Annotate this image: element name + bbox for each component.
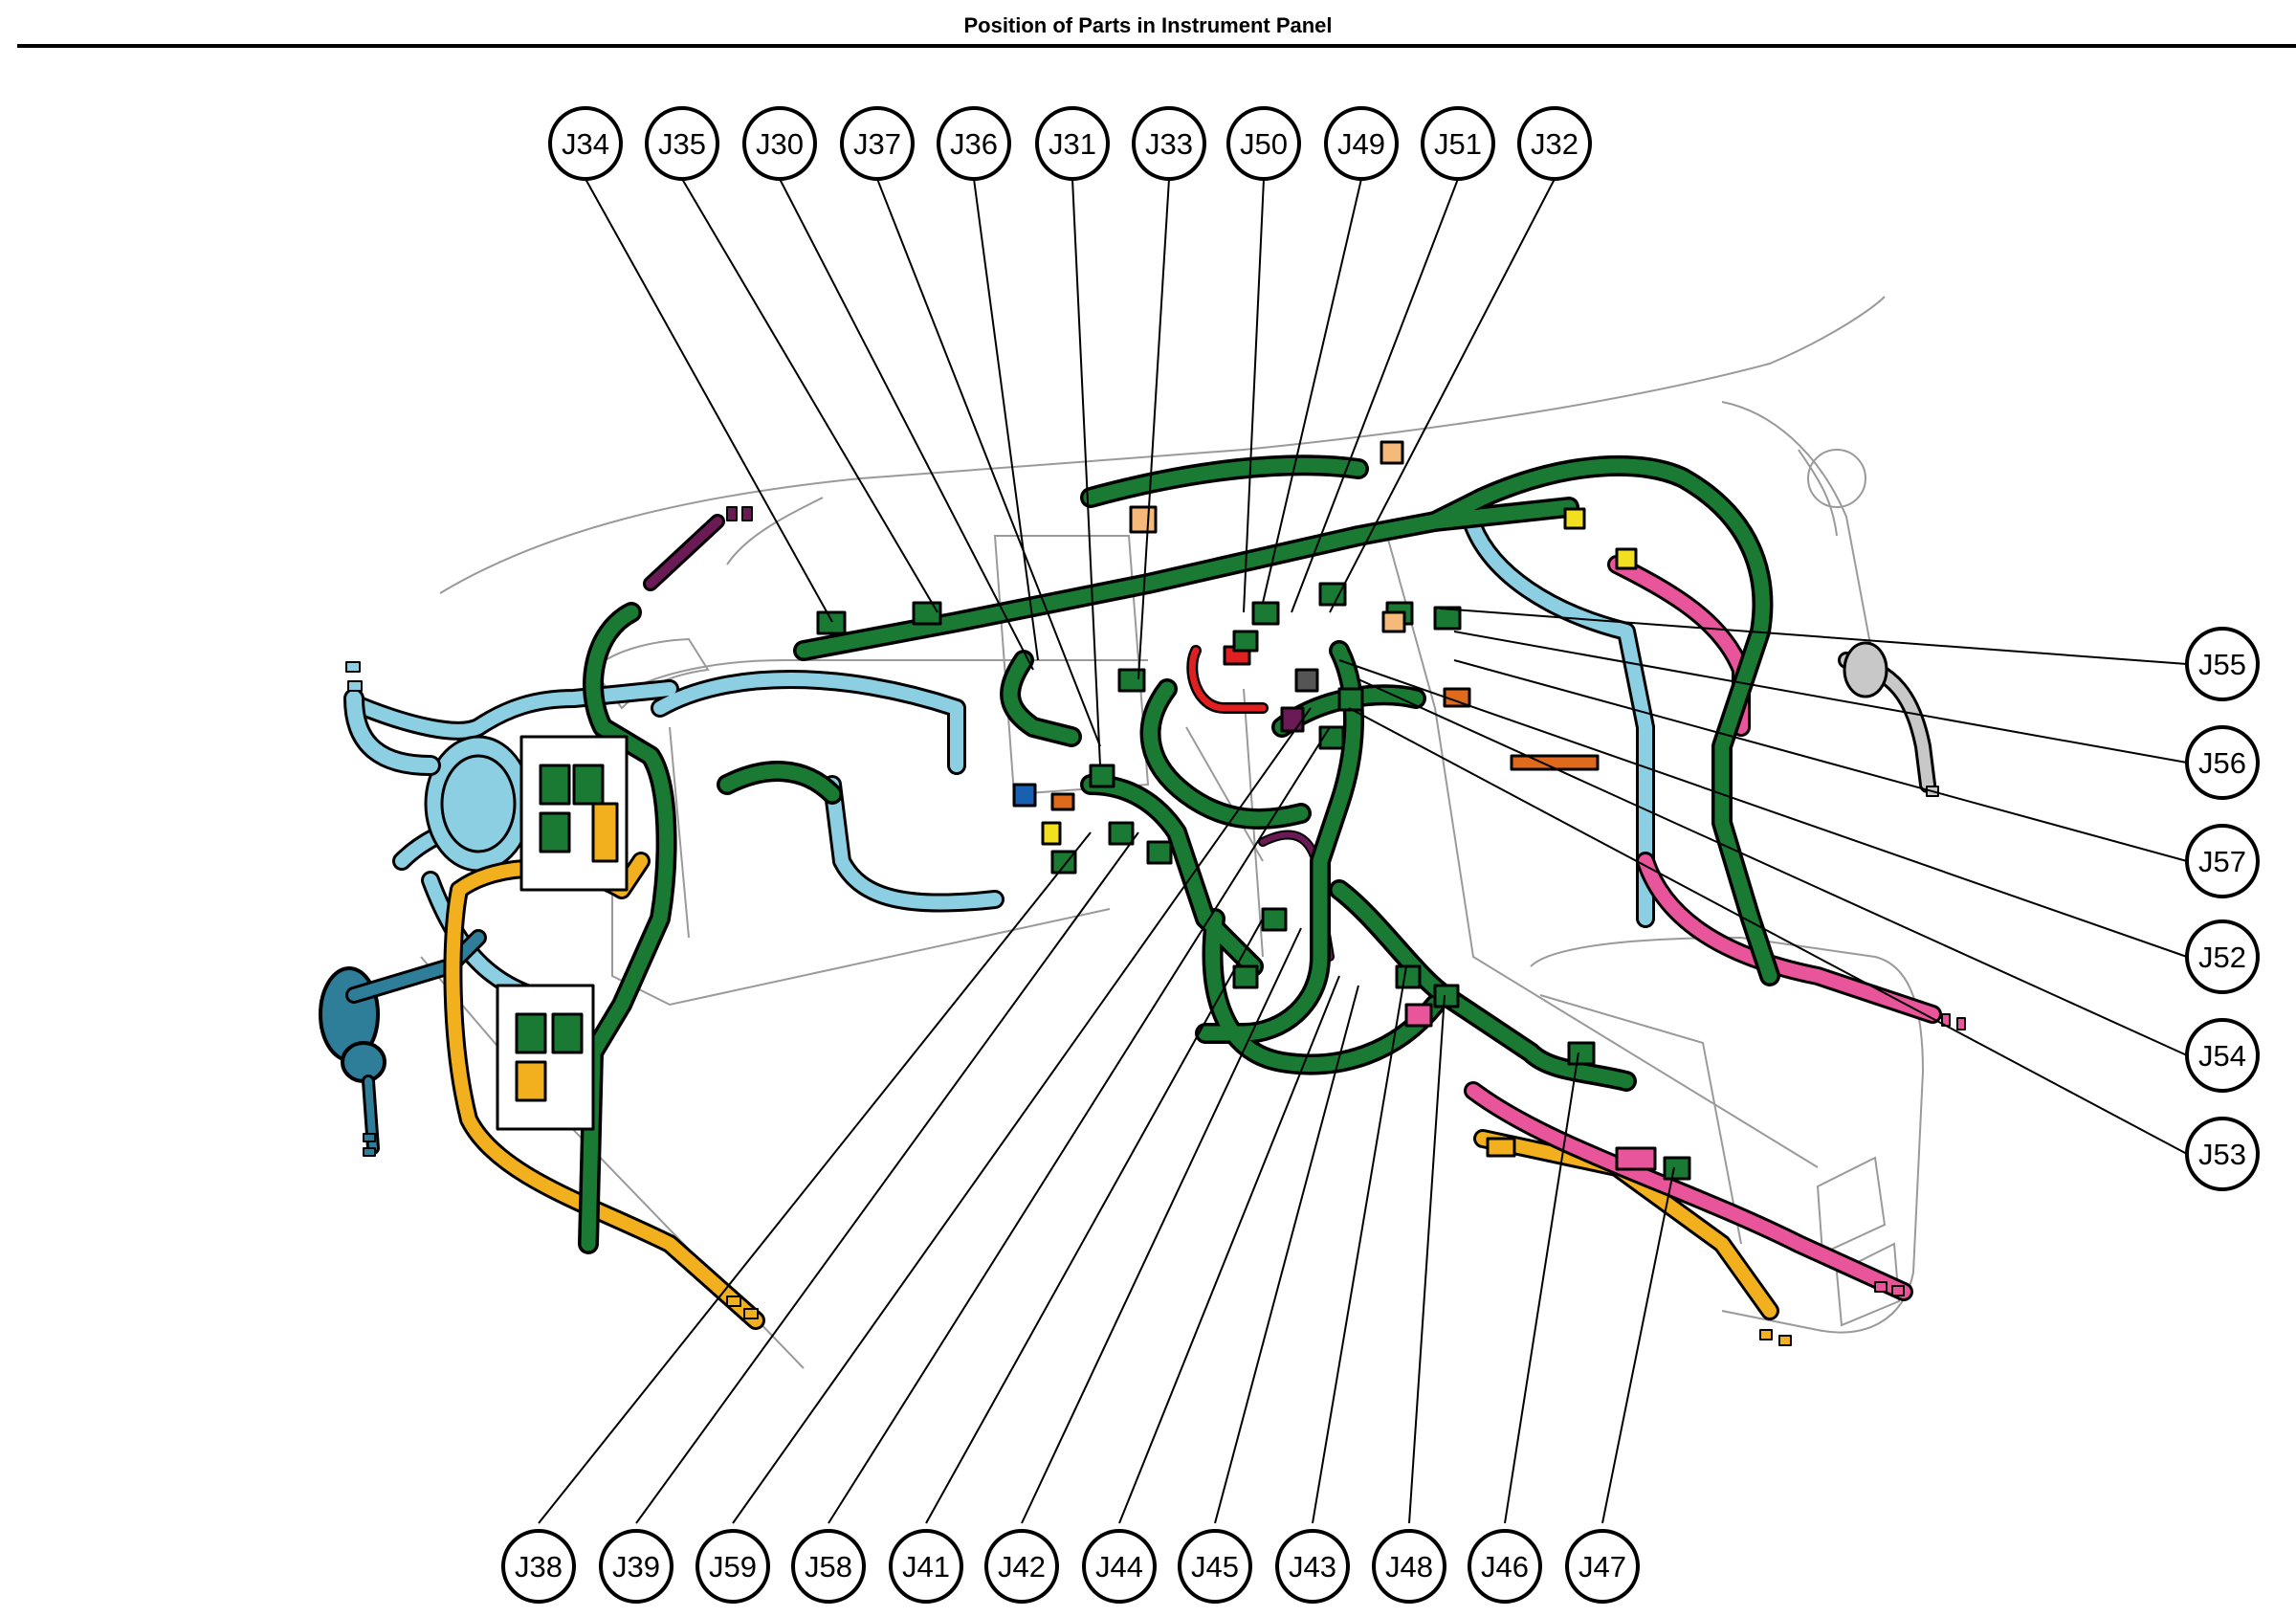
callout-J58: J58 xyxy=(791,1529,866,1604)
title-rule xyxy=(17,44,2296,48)
callout-J50: J50 xyxy=(1226,106,1301,181)
callout-J31: J31 xyxy=(1035,106,1110,181)
callout-J54: J54 xyxy=(2185,1018,2260,1093)
callout-J59: J59 xyxy=(695,1529,770,1604)
callout-J51: J51 xyxy=(1421,106,1495,181)
callout-label: J51 xyxy=(1434,127,1482,161)
callout-label: J58 xyxy=(805,1550,852,1584)
callout-label: J49 xyxy=(1337,127,1385,161)
callout-J30: J30 xyxy=(742,106,817,181)
callout-label: J42 xyxy=(998,1550,1046,1584)
callout-J55: J55 xyxy=(2185,627,2260,701)
harness-gray-grommet xyxy=(1843,641,1888,698)
callout-J45: J45 xyxy=(1178,1529,1252,1604)
harness-pink xyxy=(1467,558,1939,1298)
leader-lines xyxy=(538,178,2188,1524)
callout-label: J55 xyxy=(2198,648,2246,681)
wiring-harness xyxy=(319,440,1966,1346)
callout-J56: J56 xyxy=(2185,725,2260,800)
harness-coil-left xyxy=(424,735,533,873)
callout-label: J39 xyxy=(612,1550,660,1584)
callout-label: J34 xyxy=(562,127,609,161)
callout-J53: J53 xyxy=(2185,1117,2260,1191)
callout-J33: J33 xyxy=(1132,106,1206,181)
callout-label: J53 xyxy=(2198,1138,2246,1171)
callout-J44: J44 xyxy=(1082,1529,1157,1604)
callout-label: J31 xyxy=(1049,127,1096,161)
callout-label: J56 xyxy=(2198,746,2246,780)
callout-J32: J32 xyxy=(1517,106,1592,181)
callout-label: J47 xyxy=(1578,1550,1626,1584)
callout-label: J33 xyxy=(1145,127,1193,161)
callout-label: J36 xyxy=(950,127,998,161)
callout-J57: J57 xyxy=(2185,824,2260,898)
callout-label: J45 xyxy=(1191,1550,1239,1584)
callout-label: J44 xyxy=(1095,1550,1143,1584)
callout-label: J41 xyxy=(902,1550,950,1584)
callout-J39: J39 xyxy=(599,1529,673,1604)
callout-J47: J47 xyxy=(1565,1529,1640,1604)
callout-J36: J36 xyxy=(937,106,1011,181)
callout-label: J43 xyxy=(1289,1550,1336,1584)
callout-label: J38 xyxy=(515,1550,563,1584)
callout-J43: J43 xyxy=(1275,1529,1350,1604)
callout-label: J54 xyxy=(2198,1039,2246,1073)
callout-label: J37 xyxy=(853,127,901,161)
callout-J48: J48 xyxy=(1372,1529,1446,1604)
connector-blocks xyxy=(816,440,1691,1181)
callout-label: J50 xyxy=(1240,127,1288,161)
callout-J49: J49 xyxy=(1324,106,1399,181)
callouts-top: J34 J35 J30 J37 J36 J31 J33 J50 J49 J51 … xyxy=(548,106,1592,181)
callout-label: J35 xyxy=(658,127,706,161)
callout-label: J52 xyxy=(2198,941,2246,974)
callout-label: J30 xyxy=(756,127,804,161)
callout-J35: J35 xyxy=(645,106,719,181)
junction-block-left xyxy=(496,735,629,1131)
callout-label: J57 xyxy=(2198,845,2246,878)
callouts-bottom: J38 J39 J59 J58 J41 J42 J44 J45 J43 J48 … xyxy=(501,1529,1640,1604)
callout-J46: J46 xyxy=(1468,1529,1542,1604)
callouts-right: J55 J56 J57 J52 J54 J53 xyxy=(2185,627,2260,1191)
callout-J41: J41 xyxy=(889,1529,963,1604)
callout-J34: J34 xyxy=(548,106,623,181)
harness-main-green xyxy=(581,457,1777,1252)
callout-J38: J38 xyxy=(501,1529,576,1604)
callout-label: J46 xyxy=(1481,1550,1529,1584)
callout-J52: J52 xyxy=(2185,919,2260,994)
callout-label: J32 xyxy=(1531,127,1578,161)
callout-label: J59 xyxy=(709,1550,757,1584)
callout-J42: J42 xyxy=(984,1529,1059,1604)
page-title: Position of Parts in Instrument Panel xyxy=(963,13,1333,37)
callout-J37: J37 xyxy=(840,106,915,181)
callout-label: J48 xyxy=(1385,1550,1433,1584)
